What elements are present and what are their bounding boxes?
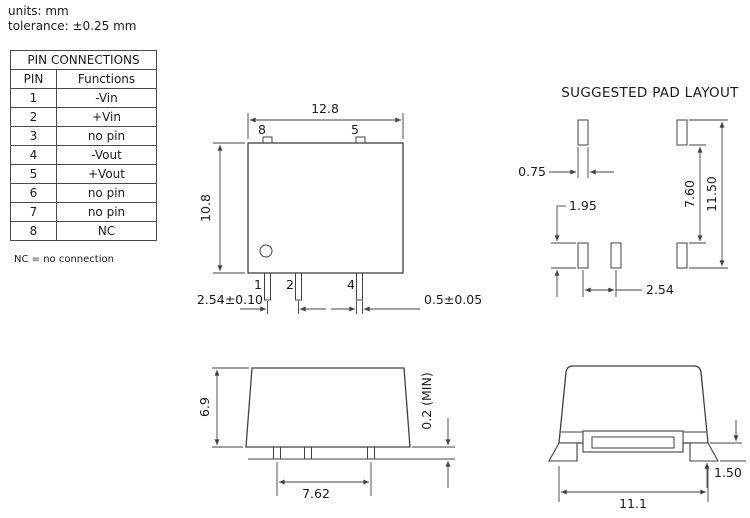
pad-pin1 xyxy=(577,242,589,269)
foot-height-dim-label: 1.50 xyxy=(714,465,742,480)
pin8-stub xyxy=(262,136,273,144)
body-height-dim-label: 10.8 xyxy=(198,194,213,222)
pin1-stub xyxy=(264,272,271,301)
dim-pad-length: 1.95 xyxy=(551,198,597,297)
dim-pin-pitch: 2.54±0.10 xyxy=(197,292,326,314)
pad-pitch-dim-label: 2.54 xyxy=(646,282,674,297)
left-mounting-foot xyxy=(548,442,578,462)
dim-standoff: 0.2 (MIN) xyxy=(419,372,451,488)
side-pin2 xyxy=(304,446,312,460)
pin-width-dim-label: 0.5±0.05 xyxy=(424,292,482,307)
tolerance-note: tolerance: ±0.25 mm xyxy=(8,19,137,33)
package-outline-top-view xyxy=(247,142,404,274)
pin5-label: 5 xyxy=(351,122,359,137)
pad-layout-title: SUGGESTED PAD LAYOUT xyxy=(561,85,739,101)
dim-end-width: 11.1 xyxy=(558,466,709,511)
end-view-drawing: 1.50 11.1 xyxy=(548,365,746,511)
drawing-notes: units: mm tolerance: ±0.25 mm xyxy=(8,4,136,34)
dim-body-width: 12.8 xyxy=(247,101,404,139)
table-title-row: PIN CONNECTIONS xyxy=(10,50,157,70)
pad-length-dim-label: 1.95 xyxy=(569,198,597,213)
inner-span-dim-label: 7.60 xyxy=(682,180,697,208)
pin-table-title: PIN CONNECTIONS xyxy=(10,50,157,70)
pin-connections-table: PIN CONNECTIONS PIN Functions 1-Vin 2+Vi… xyxy=(10,50,157,241)
dim-pin-width: 0.5±0.05 xyxy=(331,292,482,314)
dim-pad-pitch: 2.54 xyxy=(582,270,674,297)
pin-span-dim-label: 7.62 xyxy=(302,486,330,501)
outer-span-dim-label: 11.50 xyxy=(704,176,719,212)
side-height-dim-label: 6.9 xyxy=(197,397,212,417)
pin4-stub xyxy=(356,272,363,301)
nc-footnote: NC = no connection xyxy=(14,254,114,265)
side-pin1 xyxy=(273,446,281,460)
dim-outer-span: 11.50 xyxy=(689,119,728,269)
dim-pad-width: 0.75 xyxy=(518,147,614,179)
pin2-label: 2 xyxy=(286,277,294,292)
pin2-stub xyxy=(295,272,302,301)
bottom-pedestal xyxy=(582,430,684,453)
pin8-label: 8 xyxy=(258,122,266,137)
dim-pin-span: 7.62 xyxy=(276,462,372,501)
top-view-drawing: 12.8 10.8 8 5 1 2 4 2.54±0.10 xyxy=(197,101,482,314)
body-width-dim-label: 12.8 xyxy=(311,101,339,116)
dim-inner-span: 7.60 xyxy=(682,144,706,244)
end-width-dim-label: 11.1 xyxy=(619,496,647,511)
pin-function: -Vout xyxy=(56,145,157,165)
pin4-label: 4 xyxy=(347,277,355,292)
pad-layout-drawing: SUGGESTED PAD LAYOUT 0.75 1.95 xyxy=(518,85,739,297)
pin-function: NC xyxy=(56,221,157,241)
standoff-dim-label: 0.2 (MIN) xyxy=(419,372,434,429)
right-mounting-foot xyxy=(689,442,719,462)
pin1-label: 1 xyxy=(254,277,262,292)
pad-pin4 xyxy=(676,242,688,269)
side-pin4 xyxy=(367,446,375,460)
table-row: 4-Vout xyxy=(10,145,157,165)
package-outline-side-view xyxy=(245,367,411,448)
dim-side-height: 6.9 xyxy=(197,367,249,448)
pin-function: no pin xyxy=(56,126,157,146)
side-view-drawing: 0.2 (MIN) 6.9 7.62 xyxy=(197,367,455,501)
units-note: units: mm xyxy=(8,4,69,18)
dim-body-height: 10.8 xyxy=(198,142,245,274)
pin5-stub xyxy=(355,136,366,144)
dim-foot-height: 1.50 xyxy=(704,420,746,488)
pad-pin2 xyxy=(610,242,622,269)
table-row: 5+Vout xyxy=(10,164,157,184)
pad-pin5 xyxy=(676,119,688,146)
pad-width-dim-label: 0.75 xyxy=(518,164,546,179)
bottom-pedestal-recess xyxy=(591,436,675,449)
pad-pin8 xyxy=(577,119,589,146)
pin1-indicator-circle xyxy=(259,244,273,258)
pin-pitch-dim-label: 2.54±0.10 xyxy=(197,292,263,307)
